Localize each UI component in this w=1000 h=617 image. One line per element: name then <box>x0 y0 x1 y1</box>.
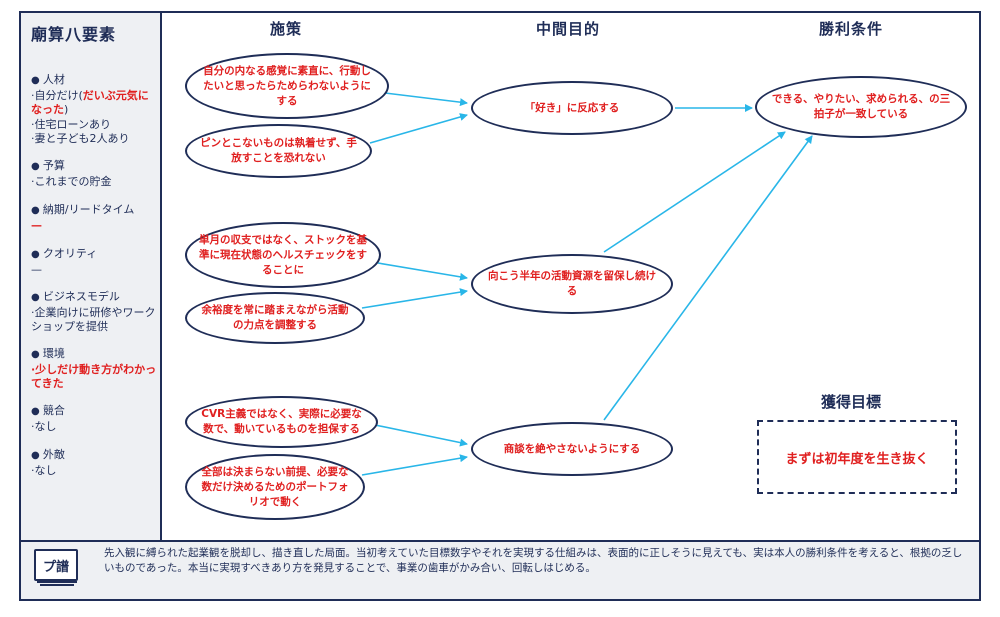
measure-node-3: 単月の収支ではなく、ストックを基準に現在状態のヘルスチェックをすることに <box>185 222 381 288</box>
factor-environment: 環境 ·少しだけ動き方がわかってきた <box>31 347 159 392</box>
intermediate-node-1: 「好き」に反応する <box>471 81 673 135</box>
factor-quality: クオリティ — <box>31 247 159 277</box>
intermediate-node-3: 商談を絶やさないようにする <box>471 422 673 476</box>
measure-node-1: 自分の内なる感覚に素直に、行動したいと思ったらためらわないようにする <box>185 53 389 119</box>
sidebar-title: 廟算八要素 <box>31 25 117 44</box>
arrow-mid2-to-victory <box>603 131 786 253</box>
column-header-victory: 勝利条件 <box>819 20 884 38</box>
column-header-intermediate: 中間目的 <box>536 20 601 38</box>
arrow-measure2-to-mid1 <box>369 113 468 144</box>
measure-node-4: 余裕度を常に踏まえながら活動の力点を調整する <box>185 292 365 344</box>
arrow-measure3-to-mid2 <box>377 262 468 281</box>
measure-node-6: 全部は決まらない前提、必要な数だけ決めるためのポートフォリオで動く <box>185 454 365 520</box>
measure-node-5: CVR主義ではなく、実際に必要な数で、動いているものを担保する <box>185 396 378 448</box>
column-header-measures: 施策 <box>270 20 303 38</box>
arrow-measure5-to-mid3 <box>374 424 468 447</box>
footer-panel <box>21 540 979 599</box>
factor-budget: 予算 ·これまでの貯金 <box>31 159 159 189</box>
factor-people: 人材 ·自分だけ(だいぶ元気になった) ·住宅ローンあり ·妻と子ども2人あり <box>31 73 159 147</box>
arrow-mid3-to-victory <box>603 135 813 421</box>
arrow-measure6-to-mid3 <box>361 454 468 476</box>
footer-description: 先入観に縛られた起業観を脱却し、描き直した局面。当初考えていた目標数字やそれを実… <box>104 547 963 574</box>
sidebar-panel: 廟算八要素 人材 ·自分だけ(だいぶ元気になった) ·住宅ローンあり ·妻と子ど… <box>21 13 162 540</box>
factor-leadtime: 納期/リードタイム — <box>31 203 159 233</box>
arrow-measure1-to-mid1 <box>384 92 468 107</box>
goal-title: 獲得目標 <box>821 393 882 411</box>
factor-external-threat: 外敵 ·なし <box>31 448 159 478</box>
goal-box: まずは初年度を生き抜く <box>757 420 957 494</box>
victory-condition-node: できる、やりたい、求められる、の三拍子が一致している <box>755 76 967 138</box>
factor-business-model: ビジネスモデル ·企業向けに研修やワークショップを提供 <box>31 290 159 335</box>
arrow-measure4-to-mid2 <box>361 288 468 309</box>
pufu-book-icon: プ譜 <box>34 549 80 587</box>
factor-competition: 競合 ·なし <box>31 404 159 434</box>
measure-node-2: ピンとこないものは執着せず、手放すことを恐れない <box>185 124 372 178</box>
intermediate-node-2: 向こう半年の活動資源を留保し続ける <box>471 254 673 314</box>
